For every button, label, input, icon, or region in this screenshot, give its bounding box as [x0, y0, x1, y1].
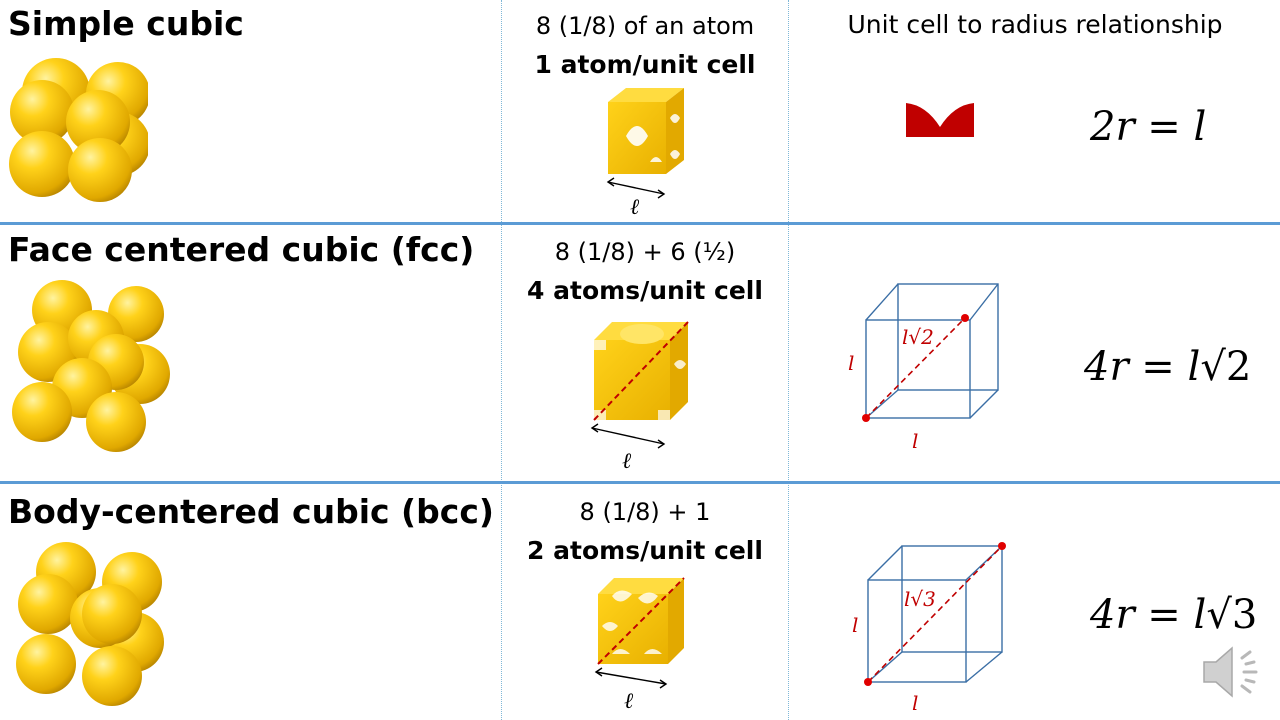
fcc-sphere-model: [12, 280, 170, 452]
side-edge-label-fcc: l: [848, 351, 854, 375]
bcc-sphere-model: [16, 542, 164, 706]
equation-simple-cubic: 2r = l: [1090, 104, 1207, 150]
placeholder-shape: [906, 103, 974, 137]
column-header: Unit cell to radius relationship: [847, 10, 1223, 39]
row-title-fcc: Face centered cubic (fcc): [8, 230, 475, 269]
fcc-diagonal-line: [865, 317, 966, 419]
fcc-unit-cell: ℓ: [590, 321, 689, 474]
diagonal-label-bcc: l√3: [904, 587, 936, 611]
row-title-bcc: Body-centered cubic (bcc): [8, 492, 494, 531]
diagonal-label-fcc: l√2: [902, 325, 934, 349]
atom-count-expression-bcc: 8 (1/8) + 1: [579, 498, 711, 526]
fcc-face-diagonal: [593, 321, 689, 421]
equation-bcc: 4r = l√3: [1090, 592, 1258, 638]
edge-label-simple: ℓ: [630, 195, 640, 218]
simple-cubic-sphere-model: [9, 58, 148, 202]
column-divider-1: [501, 0, 502, 720]
row-divider-2: [0, 481, 1280, 484]
edge-label-bcc: ℓ: [624, 689, 634, 714]
atom-count-fcc: 4 atoms/unit cell: [527, 276, 763, 305]
column-divider-2: [788, 0, 789, 720]
diagonal-endpoint: [998, 542, 1006, 550]
bcc-cube-diagram: l√3 l l: [852, 542, 1006, 715]
diagonal-endpoint: [862, 414, 870, 422]
atom-count-expression-fcc: 8 (1/8) + 6 (½): [554, 238, 736, 266]
atom-count-bcc: 2 atoms/unit cell: [527, 536, 763, 565]
bcc-unit-cell: ℓ: [594, 577, 685, 714]
diagonal-endpoint: [961, 314, 969, 322]
bcc-diagonal-line: [867, 545, 1003, 683]
equation-fcc: 4r = l√2: [1084, 344, 1252, 390]
diagonal-endpoint: [864, 678, 872, 686]
bottom-edge-label-fcc: l: [912, 429, 918, 453]
speaker-icon[interactable]: [1198, 640, 1268, 704]
row-divider-1: [0, 222, 1280, 225]
atom-count-expression-simple: 8 (1/8) of an atom: [535, 12, 755, 40]
side-edge-label-bcc: l: [852, 613, 858, 637]
simple-cubic-unit-cell: ℓ: [606, 88, 684, 218]
bottom-edge-label-bcc: l: [912, 691, 918, 715]
row-title-simple-cubic: Simple cubic: [8, 4, 244, 43]
bcc-body-diagonal: [597, 577, 685, 665]
edge-label-fcc: ℓ: [622, 449, 632, 474]
atom-count-simple: 1 atom/unit cell: [534, 50, 756, 79]
fcc-cube-diagram: l√2 l l: [848, 283, 999, 453]
